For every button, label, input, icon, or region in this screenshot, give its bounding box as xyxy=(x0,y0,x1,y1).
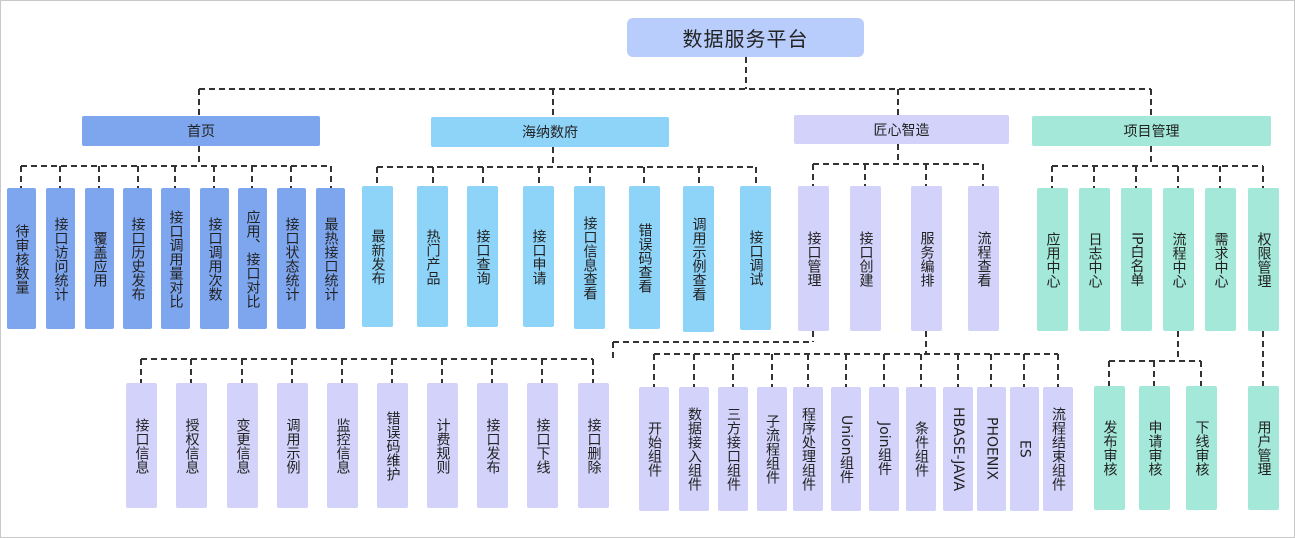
interface-management-leaf: 接口删除 xyxy=(578,383,609,508)
interface-management-leaf: 监控信息 xyxy=(327,383,358,508)
project-child: 需求中心 xyxy=(1205,188,1236,331)
root-node: 数据服务平台 xyxy=(627,18,864,57)
haina-child: 调用示例查看 xyxy=(683,186,714,332)
project-child: IP白名单 xyxy=(1121,188,1152,331)
orchestration-leaf: Union组件 xyxy=(831,387,861,511)
homepage-child: 接口调用量对比 xyxy=(161,188,190,329)
interface-management-leaf: 调用示例 xyxy=(277,383,308,508)
interface-management-leaf: 接口发布 xyxy=(477,383,508,508)
process-center-leaf: 下线审核 xyxy=(1186,386,1217,510)
homepage-child: 待审核数量 xyxy=(7,188,36,329)
interface-management-leaf: 接口下线 xyxy=(527,383,558,508)
homepage-child: 接口状态统计 xyxy=(277,188,306,329)
homepage-node: 首页 xyxy=(82,116,320,146)
orchestration-leaf: 条件组件 xyxy=(906,387,936,511)
project-child: 日志中心 xyxy=(1079,188,1110,331)
jiangxin-child: 服务编排 xyxy=(911,186,942,331)
permission-leaf: 用户管理 xyxy=(1248,386,1279,510)
project-child: 流程中心 xyxy=(1163,188,1194,331)
homepage-child: 最热接口统计 xyxy=(316,188,345,329)
project-node: 项目管理 xyxy=(1032,116,1271,146)
jiangxin-child: 接口管理 xyxy=(798,186,829,331)
haina-child: 接口信息查看 xyxy=(574,186,605,329)
haina-child: 接口查询 xyxy=(467,186,498,327)
homepage-child: 接口调用次数 xyxy=(200,188,229,329)
jiangxin-child: 接口创建 xyxy=(850,186,881,331)
orchestration-leaf: 开始组件 xyxy=(639,387,669,511)
haina-child: 热门产品 xyxy=(417,186,448,327)
jiangxin-node: 匠心智造 xyxy=(794,115,1009,144)
haina-child: 错误码查看 xyxy=(629,186,660,329)
homepage-child: 接口访问统计 xyxy=(46,188,75,329)
orchestration-leaf: ES xyxy=(1010,387,1039,511)
homepage-child: 覆盖应用 xyxy=(85,188,114,329)
haina-node: 海纳数府 xyxy=(431,117,669,147)
interface-management-leaf: 授权信息 xyxy=(176,383,207,508)
haina-child: 接口申请 xyxy=(523,186,554,327)
orchestration-leaf: 三方接口组件 xyxy=(718,387,748,511)
interface-management-leaf: 错误码维护 xyxy=(377,383,408,508)
project-child: 权限管理 xyxy=(1248,188,1279,331)
project-child: 应用中心 xyxy=(1037,188,1068,331)
orchestration-leaf: 子流程组件 xyxy=(757,387,787,511)
orchestration-leaf: 数据接入组件 xyxy=(679,387,709,511)
interface-management-leaf: 接口信息 xyxy=(126,383,157,508)
interface-management-leaf: 变更信息 xyxy=(227,383,258,508)
interface-management-leaf: 计费规则 xyxy=(427,383,458,508)
haina-child: 最新发布 xyxy=(362,186,393,327)
orchestration-leaf: Join组件 xyxy=(869,387,899,511)
orchestration-leaf: HBASE-JAVA xyxy=(943,387,973,511)
orchestration-leaf: PHOENIX xyxy=(977,387,1006,511)
haina-child: 接口调试 xyxy=(740,186,771,330)
homepage-child: 应用、接口对比 xyxy=(238,188,267,329)
jiangxin-child: 流程查看 xyxy=(968,186,999,331)
homepage-child: 接口历史发布 xyxy=(123,188,152,329)
orchestration-leaf: 流程结束组件 xyxy=(1043,387,1073,511)
process-center-leaf: 发布审核 xyxy=(1094,386,1125,510)
orchestration-leaf: 程序处理组件 xyxy=(793,387,823,511)
process-center-leaf: 申请审核 xyxy=(1139,386,1170,510)
